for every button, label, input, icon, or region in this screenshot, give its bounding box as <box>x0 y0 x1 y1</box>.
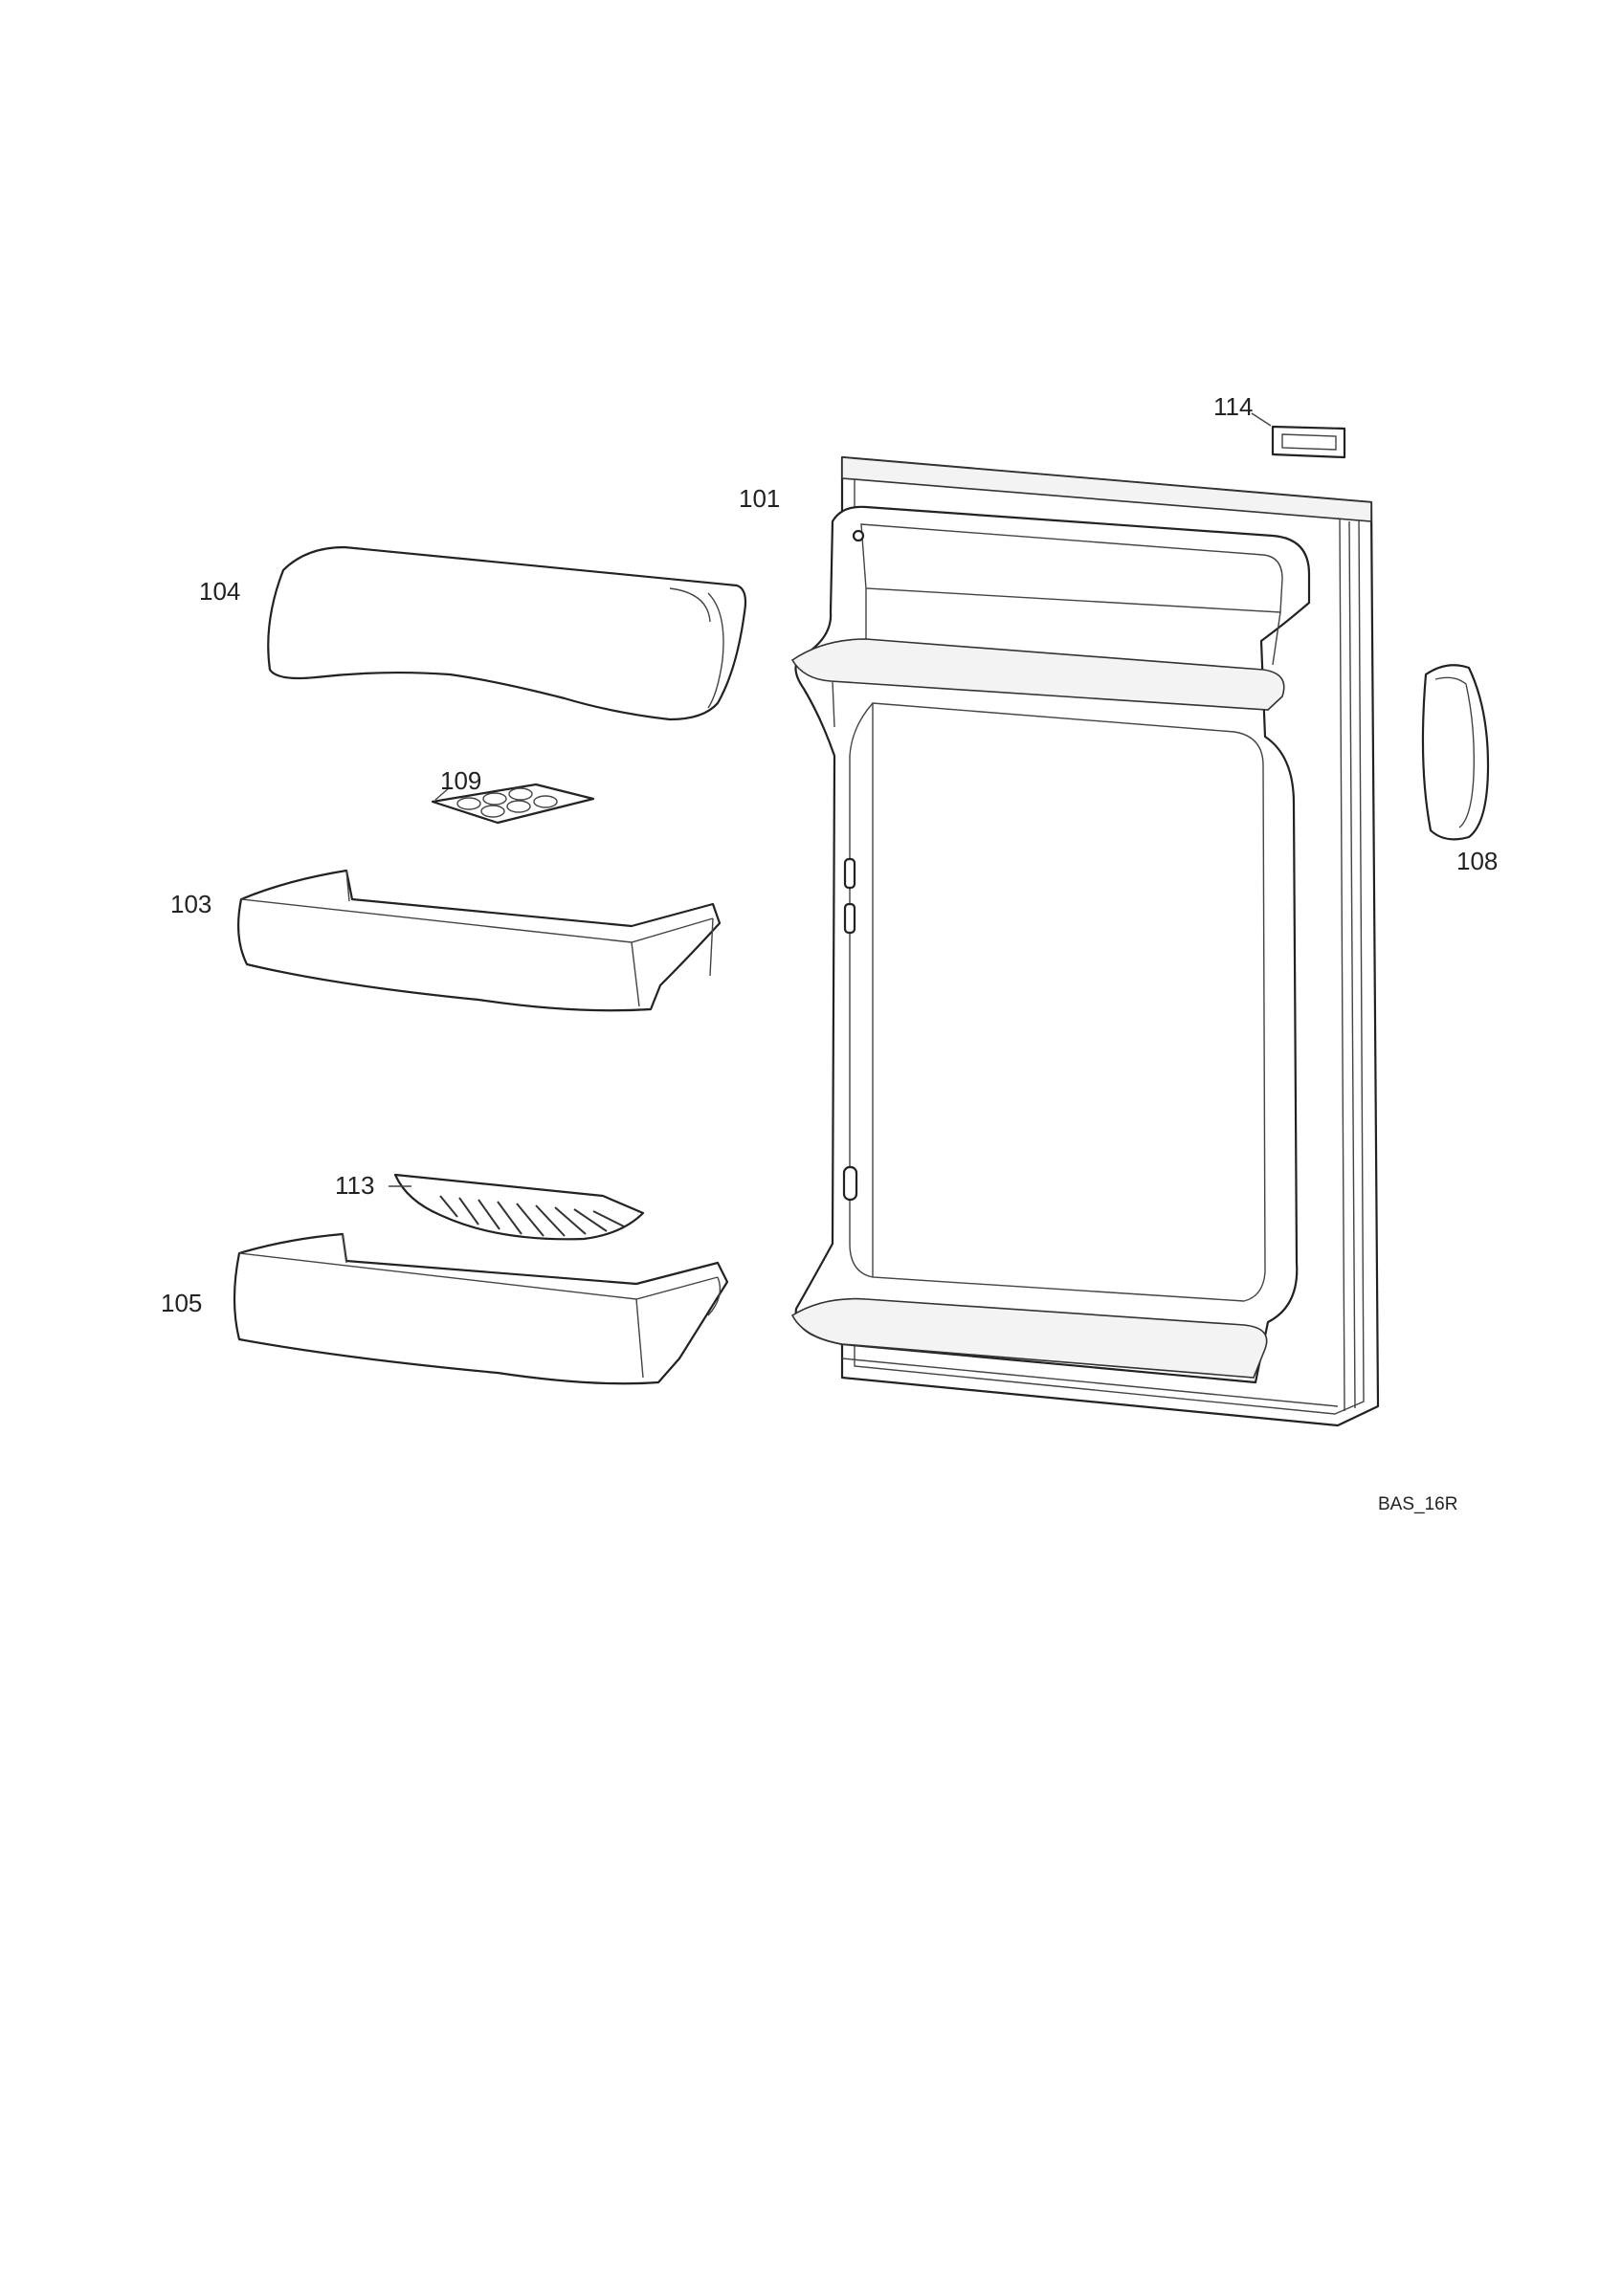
part-101-door-liner <box>790 455 1380 1427</box>
part-label-101: 101 <box>739 484 781 513</box>
part-108-door-handle <box>1421 664 1490 841</box>
part-113-bottle-retainer <box>393 1173 645 1241</box>
part-114-clip <box>1271 425 1346 459</box>
part-label-104: 104 <box>199 577 241 606</box>
part-105-bottle-shelf <box>233 1232 729 1385</box>
part-label-114: 114 <box>1213 392 1254 421</box>
part-label-109: 109 <box>440 766 482 795</box>
drawing-code: BAS_16R <box>1378 1494 1458 1514</box>
part-label-113: 113 <box>335 1171 375 1200</box>
leader-lines <box>389 412 1272 1187</box>
part-label-108: 108 <box>1456 847 1499 875</box>
part-109-egg-tray <box>431 783 595 825</box>
part-label-105: 105 <box>161 1289 203 1317</box>
part-label-103: 103 <box>170 890 212 918</box>
part-103-door-shelf <box>237 869 722 1012</box>
part-104-dairy-cover <box>267 545 747 721</box>
